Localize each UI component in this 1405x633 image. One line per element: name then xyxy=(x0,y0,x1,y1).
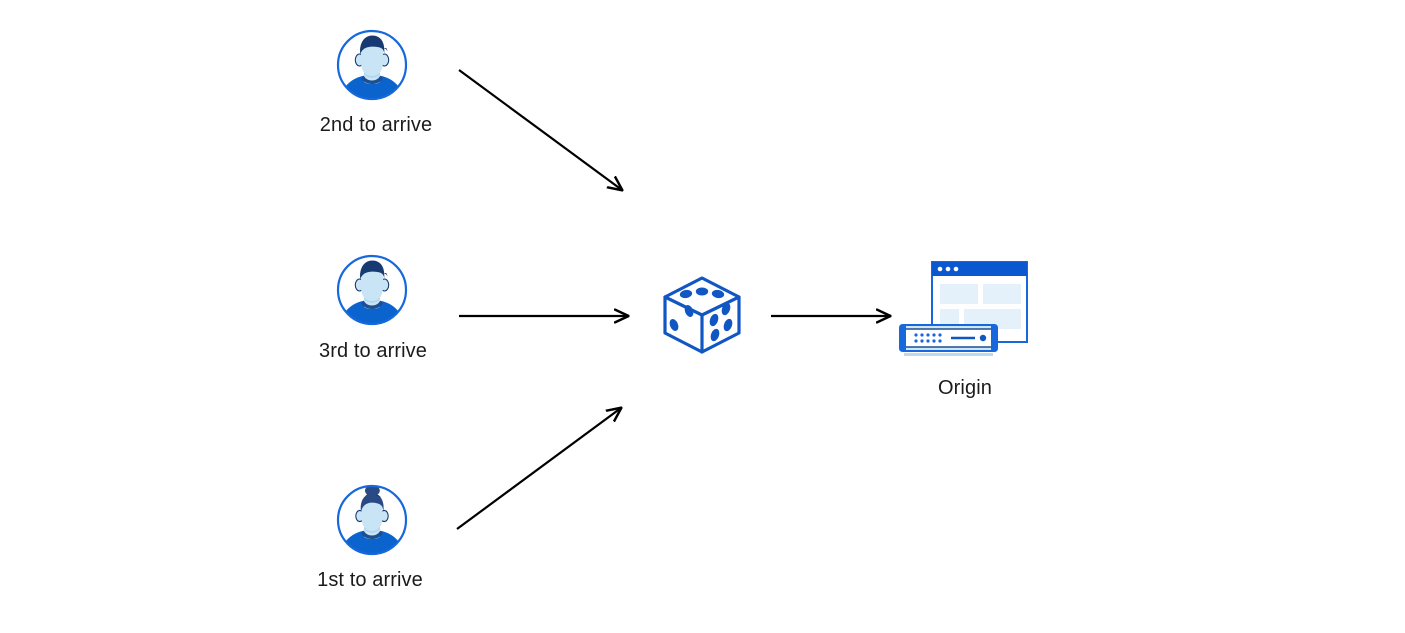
user-avatar-male-icon xyxy=(334,27,410,103)
user-avatar-male-icon xyxy=(334,252,410,328)
node-label-visitor-2nd: 2nd to arrive xyxy=(319,114,433,136)
browser-window-icon xyxy=(931,261,1028,343)
node-label-origin: Origin xyxy=(938,377,992,399)
arrow-1st-to-dice xyxy=(456,408,621,530)
dice-icon xyxy=(656,269,748,361)
node-label-visitor-3rd: 3rd to arrive xyxy=(318,340,427,362)
server-device-icon xyxy=(899,324,998,356)
origin-server-icon xyxy=(895,256,1028,356)
user-avatar-female-icon xyxy=(334,482,410,558)
node-label-visitor-1st: 1st to arrive xyxy=(317,569,423,591)
